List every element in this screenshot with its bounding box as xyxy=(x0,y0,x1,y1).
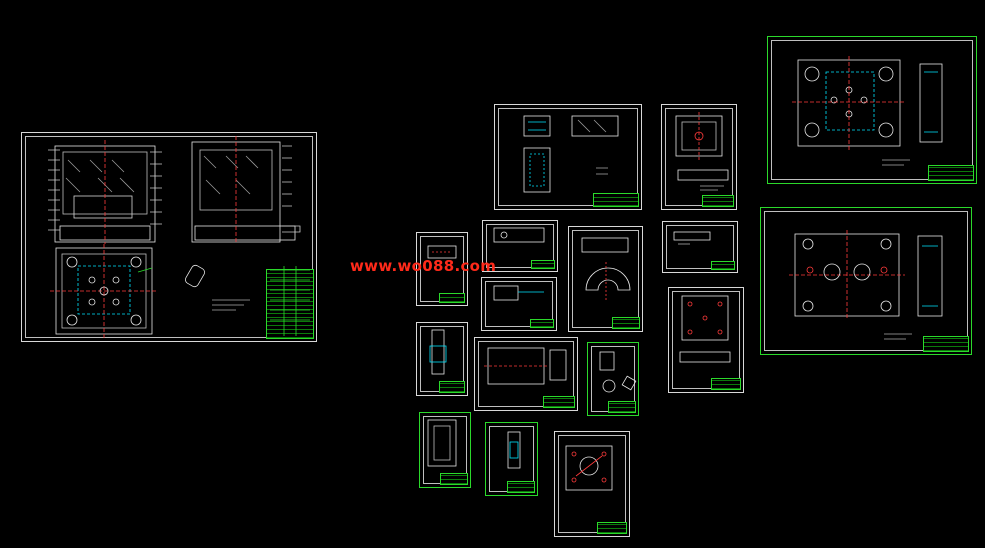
title-block xyxy=(612,317,640,329)
sheet-inner-frame xyxy=(665,108,733,206)
sheet-inner-frame xyxy=(572,230,639,328)
sheet-inner-frame xyxy=(558,435,626,533)
part-drawing-sheet-7[interactable] xyxy=(419,412,471,488)
title-block xyxy=(266,269,314,339)
assembly-section-view-right xyxy=(191,136,301,244)
title-block xyxy=(702,195,734,207)
title-block xyxy=(531,260,555,269)
part-drawing-sheet-2[interactable] xyxy=(661,104,737,210)
iso-part-sketch xyxy=(185,264,310,336)
sheet-1-views xyxy=(523,115,619,193)
assembly-drawing-sheet[interactable] xyxy=(21,132,317,342)
part-drawing-sheet-5[interactable] xyxy=(416,232,468,306)
sheet-inner-frame xyxy=(771,40,973,180)
title-block xyxy=(928,165,974,181)
small-sheets-views xyxy=(427,227,731,491)
title-block xyxy=(439,293,465,303)
title-block xyxy=(597,522,627,534)
part-drawing-sheet-13[interactable] xyxy=(587,342,639,416)
title-block xyxy=(711,378,741,390)
title-block xyxy=(608,401,636,413)
title-block xyxy=(530,319,554,328)
part-drawing-sheet-14[interactable] xyxy=(554,431,630,537)
sheet-inner-frame xyxy=(25,136,313,338)
part-drawing-sheet-9[interactable] xyxy=(481,277,557,331)
title-block xyxy=(593,193,639,207)
sheet-inner-frame xyxy=(486,224,554,268)
title-block xyxy=(711,261,735,270)
title-block xyxy=(507,481,535,493)
part-drawing-sheet-11[interactable] xyxy=(485,422,538,496)
part-drawing-sheet-10[interactable] xyxy=(474,337,578,411)
sheet-inner-frame xyxy=(666,225,734,269)
sheet-inner-frame xyxy=(498,108,638,206)
watermark-text: www.wo088.com xyxy=(350,257,497,275)
assembly-plan-view xyxy=(50,244,158,338)
part-drawing-sheet-3[interactable] xyxy=(767,36,977,184)
part-drawing-sheet-16[interactable] xyxy=(668,287,744,393)
part-drawing-sheet-1[interactable] xyxy=(494,104,642,210)
part-drawing-sheet-12[interactable] xyxy=(568,226,643,332)
assembly-section-view-left xyxy=(48,140,162,244)
title-block xyxy=(923,336,969,352)
sheet-2-views xyxy=(675,112,729,191)
sheet-inner-frame xyxy=(764,211,968,351)
sheet-inner-frame xyxy=(478,341,574,407)
title-block xyxy=(439,381,465,393)
title-block xyxy=(440,473,468,485)
part-drawing-sheet-8[interactable] xyxy=(482,220,558,272)
sheet-inner-frame xyxy=(485,281,553,327)
title-block xyxy=(543,396,575,408)
sheet-3-views xyxy=(792,56,943,166)
part-drawing-sheet-4[interactable] xyxy=(760,207,972,355)
sheet-4-views xyxy=(789,230,943,340)
sheet-inner-frame xyxy=(672,291,740,389)
part-drawing-sheet-6[interactable] xyxy=(416,322,468,396)
part-drawing-sheet-15[interactable] xyxy=(662,221,738,273)
